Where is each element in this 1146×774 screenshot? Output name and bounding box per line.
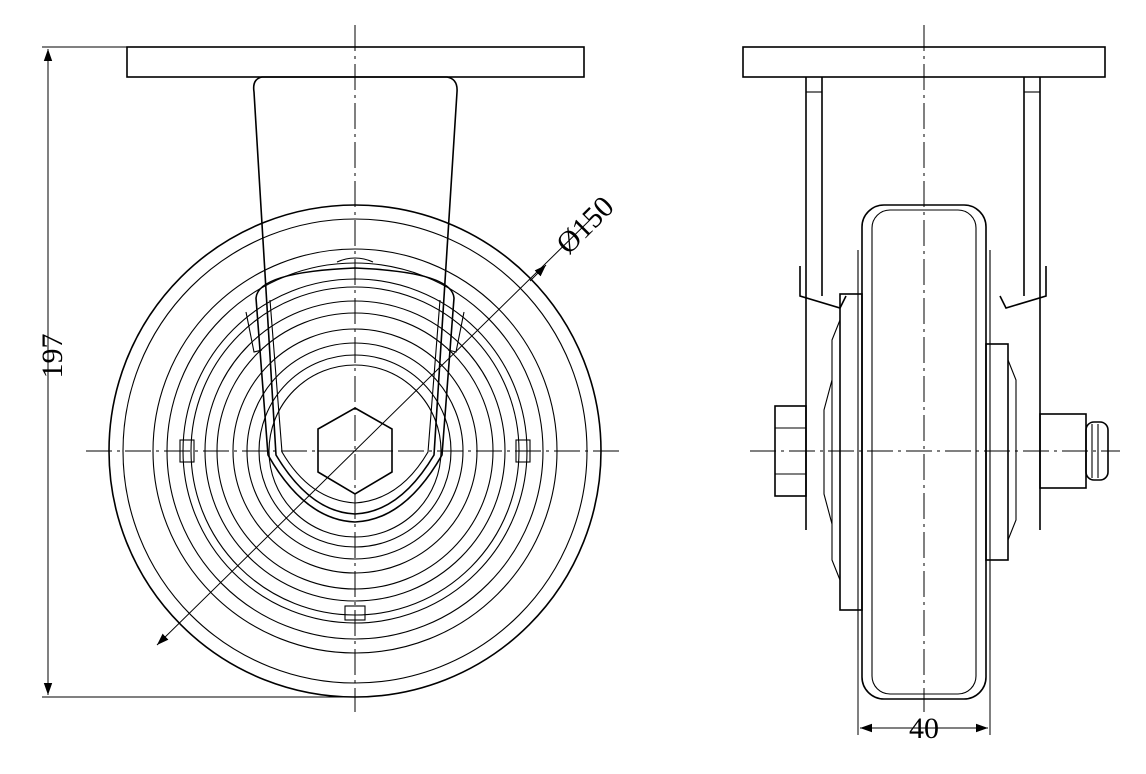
front-view	[86, 25, 624, 712]
width-dimension-label: 40	[909, 712, 939, 745]
height-dimension-label: 197	[36, 334, 69, 379]
axle-boss-front	[255, 267, 455, 523]
diameter-dimension: Ø150	[550, 190, 620, 260]
side-view	[742, 25, 1120, 712]
fork-legs-side	[799, 77, 1047, 530]
width-dimension: 40	[857, 650, 991, 745]
height-dimension: 197	[36, 46, 345, 698]
diameter-dimension-label: Ø150	[550, 190, 620, 260]
wheel-side	[823, 204, 1017, 700]
axle-bolt-side	[774, 405, 1109, 497]
